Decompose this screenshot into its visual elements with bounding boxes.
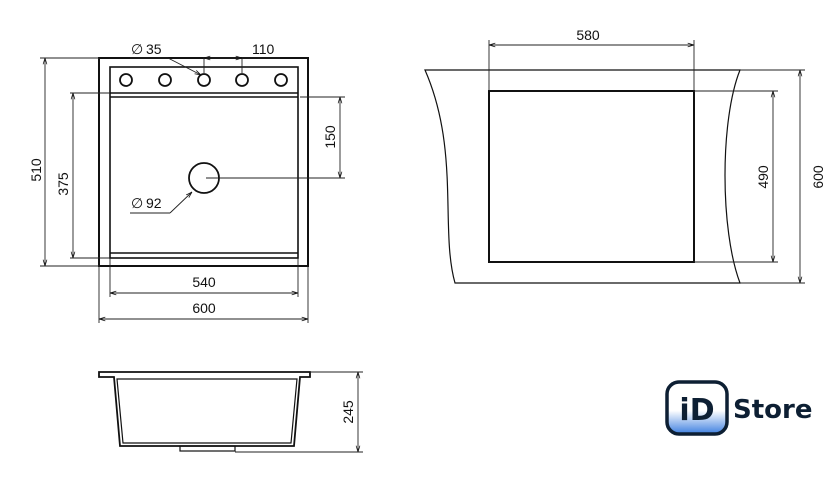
logo-badge-text: iD <box>679 393 714 428</box>
outer-depth-label: 510 <box>28 158 44 182</box>
cabinet-depth-label: 600 <box>810 165 826 189</box>
bowl-depth-label: 375 <box>55 172 71 196</box>
tap-hole <box>197 73 211 87</box>
cutout-depth-label: 490 <box>755 165 771 189</box>
tap-hole <box>158 73 172 87</box>
side-view: 245 <box>98 371 363 453</box>
hole-diameter-label: 35 <box>146 41 162 57</box>
idstore-logo: iD Store <box>665 380 812 436</box>
countertop-outline <box>424 69 741 284</box>
sink-outer-outline <box>98 57 309 267</box>
drain-diameter-label: 92 <box>146 195 162 211</box>
drain-offset-label: 150 <box>322 125 338 149</box>
cutout-view: 580 490 600 <box>424 27 826 284</box>
sink-side-profile <box>98 371 311 447</box>
diameter-symbol: ∅ <box>131 41 143 57</box>
outer-width-label: 600 <box>192 300 216 316</box>
diameter-symbol: ∅ <box>131 195 143 211</box>
bowl-width-label: 540 <box>192 274 216 290</box>
top-view: ∅ 35 110 510 375 150 ∅ 92 540 <box>28 41 345 323</box>
tap-holes <box>119 73 288 87</box>
tap-hole <box>119 73 133 87</box>
sink-height-label: 245 <box>340 400 356 424</box>
cutout-rect <box>488 90 695 263</box>
tap-hole <box>235 73 249 87</box>
cutout-width-label: 580 <box>576 27 600 43</box>
hole-spacing-label: 110 <box>252 41 275 57</box>
logo-store-text: Store <box>733 395 812 425</box>
tap-hole <box>274 73 288 87</box>
